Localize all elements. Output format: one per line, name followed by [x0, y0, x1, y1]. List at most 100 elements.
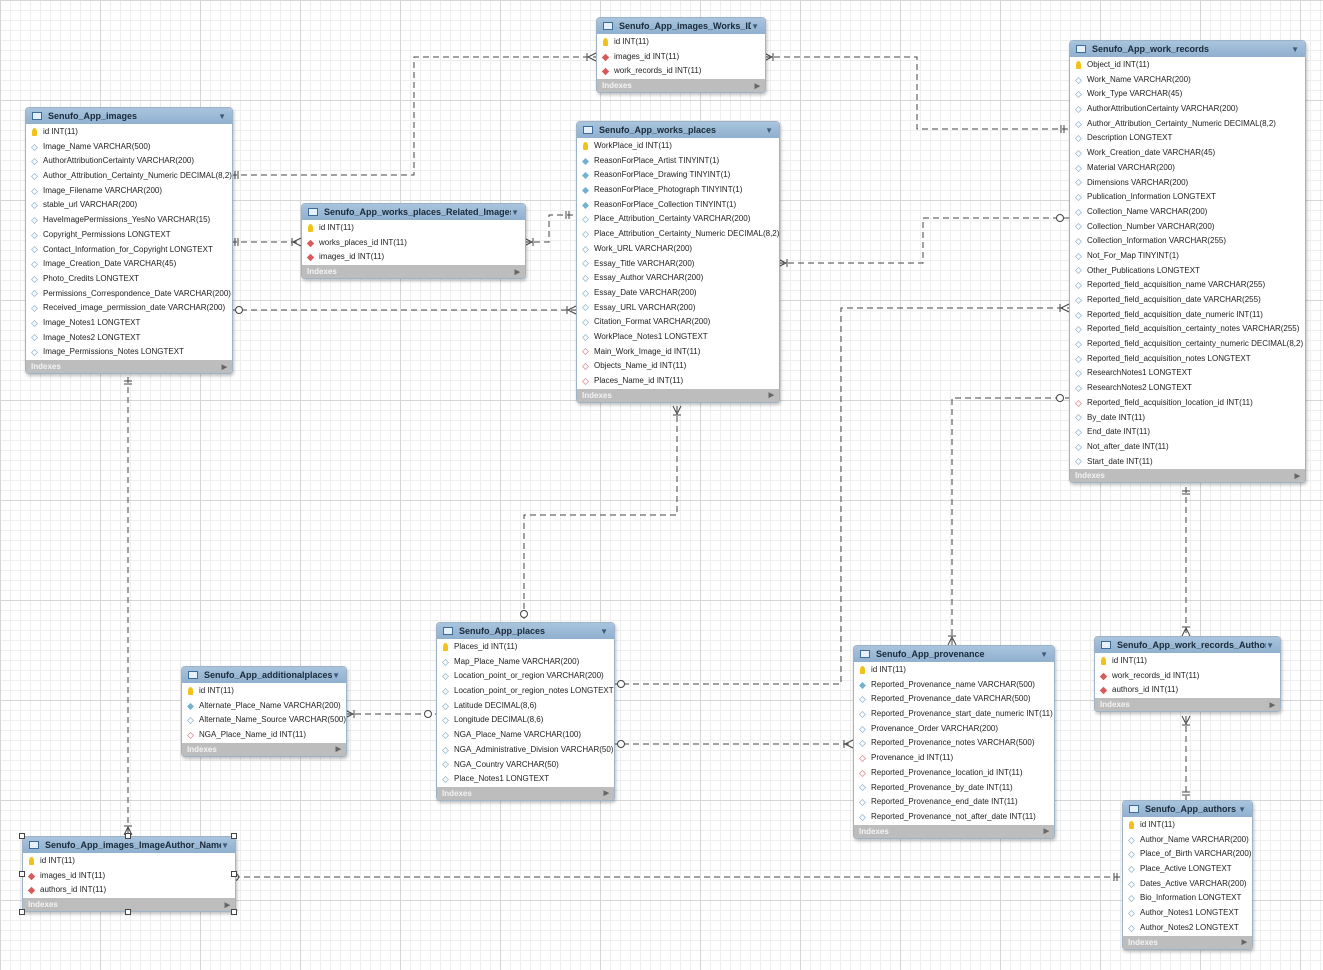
table-header[interactable]: Senufo_App_additionalplaces▼ [182, 667, 346, 683]
indexes-section[interactable]: Indexes▶ [577, 388, 779, 402]
expand-arrow-icon[interactable]: ▶ [1043, 828, 1049, 836]
table-column[interactable]: NGA_Place_Name_id INT(11) [182, 728, 346, 743]
collapse-arrow-icon[interactable]: ▼ [1291, 44, 1299, 54]
table-column[interactable]: Provenance_id INT(11) [854, 751, 1054, 766]
table-column[interactable]: Alternate_Name_Source VARCHAR(500) [182, 713, 346, 728]
table-column[interactable]: Place_Active LONGTEXT [1123, 862, 1252, 877]
table-header[interactable]: Senufo_App_images_Works_ID▼ [597, 18, 765, 34]
collapse-arrow-icon[interactable]: ▼ [600, 626, 608, 636]
indexes-section[interactable]: Indexes▶ [302, 265, 525, 279]
table-column[interactable]: Publication_Information LONGTEXT [1070, 190, 1305, 205]
table-column[interactable]: Copyright_Permissions LONGTEXT [26, 228, 232, 243]
table-column[interactable]: Material VARCHAR(200) [1070, 161, 1305, 176]
table-images-works-id[interactable]: Senufo_App_images_Works_ID▼id INT(11)ima… [596, 17, 766, 94]
table-header[interactable]: Senufo_App_work_records_Author▼ [1095, 637, 1280, 653]
selection-handle[interactable] [19, 871, 25, 877]
table-column[interactable]: Image_Permissions_Notes LONGTEXT [26, 345, 232, 360]
table-column[interactable]: Author_Notes1 LONGTEXT [1123, 906, 1252, 921]
table-column[interactable]: Reported_Provenance_notes VARCHAR(500) [854, 736, 1054, 751]
table-column[interactable]: Longitude DECIMAL(8,6) [437, 713, 614, 728]
table-column[interactable]: Citation_Format VARCHAR(200) [577, 315, 779, 330]
table-column[interactable]: Objects_Name_id INT(11) [577, 359, 779, 374]
table-column[interactable]: WorkPlace_Notes1 LONGTEXT [577, 330, 779, 345]
expand-arrow-icon[interactable]: ▶ [1269, 701, 1275, 709]
expand-arrow-icon[interactable]: ▶ [335, 746, 341, 754]
expand-arrow-icon[interactable]: ▶ [221, 363, 227, 371]
table-authors[interactable]: Senufo_App_authors▼id INT(11)Author_Name… [1122, 800, 1253, 950]
table-column[interactable]: images_id INT(11) [597, 50, 765, 65]
expand-arrow-icon[interactable]: ▶ [768, 392, 774, 400]
table-column[interactable]: ReasonForPlace_Collection TINYINT(1) [577, 198, 779, 213]
table-column[interactable]: Image_Notes2 LONGTEXT [26, 331, 232, 346]
table-column[interactable]: Place_Attribution_Certainty_Numeric DECI… [577, 227, 779, 242]
table-column[interactable]: id INT(11) [302, 221, 525, 236]
collapse-arrow-icon[interactable]: ▼ [332, 670, 340, 680]
table-column[interactable]: Location_point_or_region_notes LONGTEXT [437, 684, 614, 699]
selection-handle[interactable] [19, 833, 25, 839]
indexes-section[interactable]: Indexes▶ [854, 824, 1054, 838]
table-column[interactable]: Image_Filename VARCHAR(200) [26, 184, 232, 199]
indexes-section[interactable]: Indexes▶ [1123, 935, 1252, 949]
table-column[interactable]: Description LONGTEXT [1070, 131, 1305, 146]
table-column[interactable]: authors_id INT(11) [23, 883, 235, 898]
table-column[interactable]: Reported_Provenance_not_after_date INT(1… [854, 810, 1054, 825]
table-column[interactable]: Place_of_Birth VARCHAR(200) [1123, 847, 1252, 862]
table-column[interactable]: Image_Notes1 LONGTEXT [26, 316, 232, 331]
table-column[interactable]: End_date INT(11) [1070, 425, 1305, 440]
selection-handle[interactable] [231, 871, 237, 877]
indexes-section[interactable]: Indexes▶ [1070, 469, 1305, 483]
table-column[interactable]: Permissions_Correspondence_Date VARCHAR(… [26, 287, 232, 302]
table-header[interactable]: Senufo_App_works_places_Related_Images▼ [302, 204, 525, 220]
table-column[interactable]: Essay_Author VARCHAR(200) [577, 271, 779, 286]
table-column[interactable]: Author_Notes2 LONGTEXT [1123, 921, 1252, 936]
indexes-section[interactable]: Indexes▶ [26, 360, 232, 373]
selection-handle[interactable] [231, 909, 237, 915]
table-header[interactable]: Senufo_App_images_ImageAuthor_Name▼ [23, 837, 235, 853]
table-column[interactable]: Contact_Information_for_Copyright LONGTE… [26, 243, 232, 258]
table-column[interactable]: Main_Work_Image_id INT(11) [577, 345, 779, 360]
collapse-arrow-icon[interactable]: ▼ [765, 125, 773, 135]
table-work-records[interactable]: Senufo_App_work_records▼Object_id INT(11… [1069, 40, 1306, 484]
table-column[interactable]: Author_Name VARCHAR(200) [1123, 833, 1252, 848]
table-column[interactable]: By_date INT(11) [1070, 411, 1305, 426]
table-column[interactable]: Map_Place_Name VARCHAR(200) [437, 655, 614, 670]
table-column[interactable]: Author_Attribution_Certainty_Numeric DEC… [26, 169, 232, 184]
table-column[interactable]: Place_Attribution_Certainty VARCHAR(200) [577, 212, 779, 227]
table-column[interactable]: Not_For_Map TINYINT(1) [1070, 249, 1305, 264]
table-column[interactable]: Reported_field_acquisition_notes LONGTEX… [1070, 352, 1305, 367]
collapse-arrow-icon[interactable]: ▼ [1040, 649, 1048, 659]
table-works-places-related-images[interactable]: Senufo_App_works_places_Related_Images▼i… [301, 203, 526, 280]
table-column[interactable]: Collection_Number VARCHAR(200) [1070, 220, 1305, 235]
table-column[interactable]: stable_url VARCHAR(200) [26, 198, 232, 213]
table-column[interactable]: id INT(11) [26, 125, 232, 140]
table-column[interactable]: Dimensions VARCHAR(200) [1070, 176, 1305, 191]
table-column[interactable]: Alternate_Place_Name VARCHAR(200) [182, 699, 346, 714]
table-additionalplaces[interactable]: Senufo_App_additionalplaces▼id INT(11)Al… [181, 666, 347, 757]
expand-arrow-icon[interactable]: ▶ [1294, 472, 1300, 480]
table-works-places[interactable]: Senufo_App_works_places▼WorkPlace_id INT… [576, 121, 780, 403]
table-column[interactable]: ReasonForPlace_Drawing TINYINT(1) [577, 168, 779, 183]
table-column[interactable]: Work_Creation_date VARCHAR(45) [1070, 146, 1305, 161]
table-column[interactable]: AuthorAttributionCertainty VARCHAR(200) [26, 154, 232, 169]
table-provenance[interactable]: Senufo_App_provenance▼id INT(11)Reported… [853, 645, 1055, 839]
table-column[interactable]: Reported_Provenance_by_date INT(11) [854, 781, 1054, 796]
indexes-section[interactable]: Indexes▶ [23, 898, 235, 912]
table-column[interactable]: id INT(11) [1095, 654, 1280, 669]
table-work-records-author[interactable]: Senufo_App_work_records_Author▼id INT(11… [1094, 636, 1281, 713]
table-places[interactable]: Senufo_App_places▼Places_id INT(11)Map_P… [436, 622, 615, 801]
table-column[interactable]: authors_id INT(11) [1095, 683, 1280, 698]
table-images-imageauthor-name[interactable]: Senufo_App_images_ImageAuthor_Name▼id IN… [22, 836, 236, 913]
table-column[interactable]: work_records_id INT(11) [1095, 669, 1280, 684]
expand-arrow-icon[interactable]: ▶ [754, 82, 760, 90]
table-column[interactable]: Not_after_date INT(11) [1070, 440, 1305, 455]
indexes-section[interactable]: Indexes▶ [1095, 698, 1280, 712]
table-column[interactable]: ResearchNotes1 LONGTEXT [1070, 366, 1305, 381]
table-column[interactable]: Reported_field_acquisition_date VARCHAR(… [1070, 293, 1305, 308]
table-column[interactable]: Collection_Information VARCHAR(255) [1070, 234, 1305, 249]
table-column[interactable]: Essay_Date VARCHAR(200) [577, 286, 779, 301]
table-header[interactable]: Senufo_App_images▼ [26, 108, 232, 124]
table-column[interactable]: Dates_Active VARCHAR(200) [1123, 877, 1252, 892]
table-column[interactable]: id INT(11) [1123, 818, 1252, 833]
table-header[interactable]: Senufo_App_provenance▼ [854, 646, 1054, 662]
table-column[interactable]: id INT(11) [23, 854, 235, 869]
